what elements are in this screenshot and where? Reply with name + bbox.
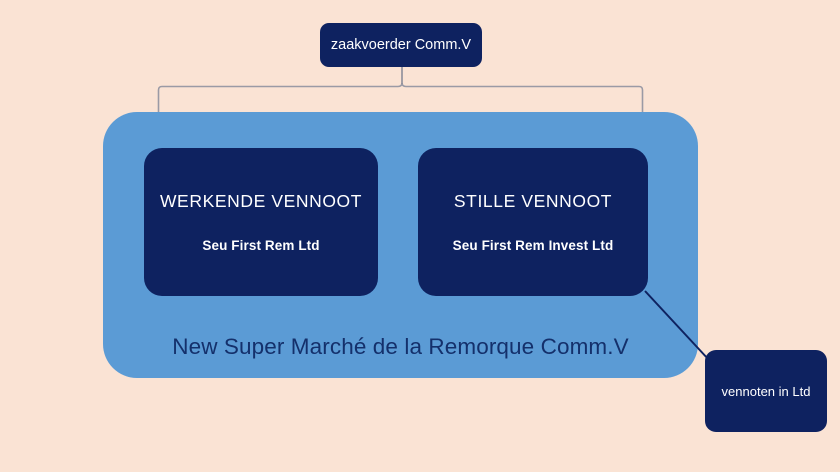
partner-entity-label: Seu First Rem Invest Ltd — [452, 238, 614, 253]
side-note-label: vennoten in Ltd — [721, 383, 811, 399]
side-note-box[interactable]: vennoten in Ltd — [705, 350, 827, 432]
company-name-label: New Super Marché de la Remorque Comm.V — [172, 334, 629, 359]
partner-role-label: STILLE VENNOOT — [453, 191, 613, 211]
manager-brace-connector — [157, 82, 644, 113]
partner-box-werkende-vennoot[interactable]: WERKENDE VENNOOT Seu First Rem Ltd — [144, 148, 378, 296]
manager-label: zaakvoerder Comm.V — [330, 37, 472, 53]
partner-entity-label: Seu First Rem Ltd — [202, 238, 320, 253]
partner-role-label: WERKENDE VENNOOT — [159, 191, 363, 211]
manager-box[interactable]: zaakvoerder Comm.V — [320, 23, 482, 67]
partner-box-stille-vennoot[interactable]: STILLE VENNOOT Seu First Rem Invest Ltd — [418, 148, 648, 296]
